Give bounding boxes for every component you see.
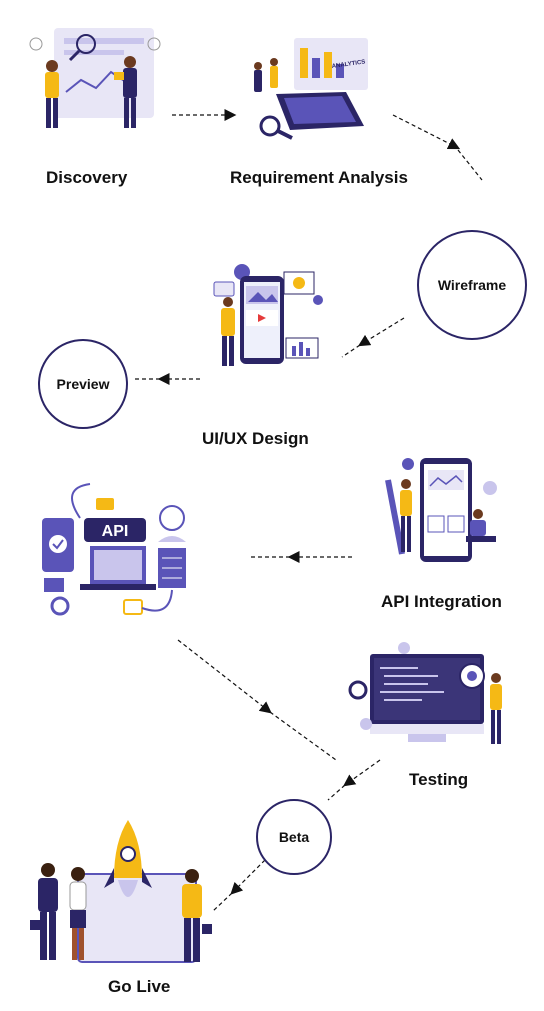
- arrow-requirement-to-right: [392, 114, 461, 150]
- step-api-integration: API Integration: [381, 592, 502, 611]
- step-go-live: Go Live: [108, 977, 171, 996]
- step-discovery: Discovery: [46, 168, 128, 187]
- arrow-golive-tail: [211, 892, 233, 913]
- step-beta-circle: Beta: [256, 799, 332, 875]
- step-beta: Beta: [278, 829, 310, 845]
- api-badge: API: [102, 523, 129, 540]
- uiux-design-illustration: [213, 264, 323, 366]
- api-integration-illustration: [385, 458, 497, 562]
- arrow-design-tail: [341, 344, 361, 358]
- step-preview: Preview: [56, 376, 110, 392]
- requirement-analysis-illustration: ANALYTICS: [254, 38, 368, 140]
- step-uiux-design: UI/UX Design: [202, 429, 309, 448]
- step-wireframe: Wireframe: [437, 277, 507, 293]
- golive-illustration: [30, 820, 212, 963]
- arrow-testing-to-beta: [343, 759, 381, 787]
- arrow-beta-to-golive: [230, 859, 266, 895]
- analytics-sign: ANALYTICS: [331, 59, 365, 70]
- arrow-requirement-tail: [457, 149, 483, 181]
- step-testing: Testing: [409, 770, 469, 789]
- testing-illustration: [348, 642, 502, 744]
- arrow-wireframe-to-design: [357, 317, 405, 347]
- api-illustration: API: [42, 483, 186, 616]
- arrow-beta-tail: [327, 784, 346, 801]
- step-preview-circle: Preview: [38, 339, 128, 429]
- discovery-illustration: [29, 28, 161, 128]
- arrow-api-to-testing: [177, 639, 272, 714]
- step-wireframe-circle: Wireframe: [417, 230, 527, 340]
- arrow-testing-tail: [269, 711, 337, 761]
- step-requirement-analysis: Requirement Analysis: [230, 168, 408, 187]
